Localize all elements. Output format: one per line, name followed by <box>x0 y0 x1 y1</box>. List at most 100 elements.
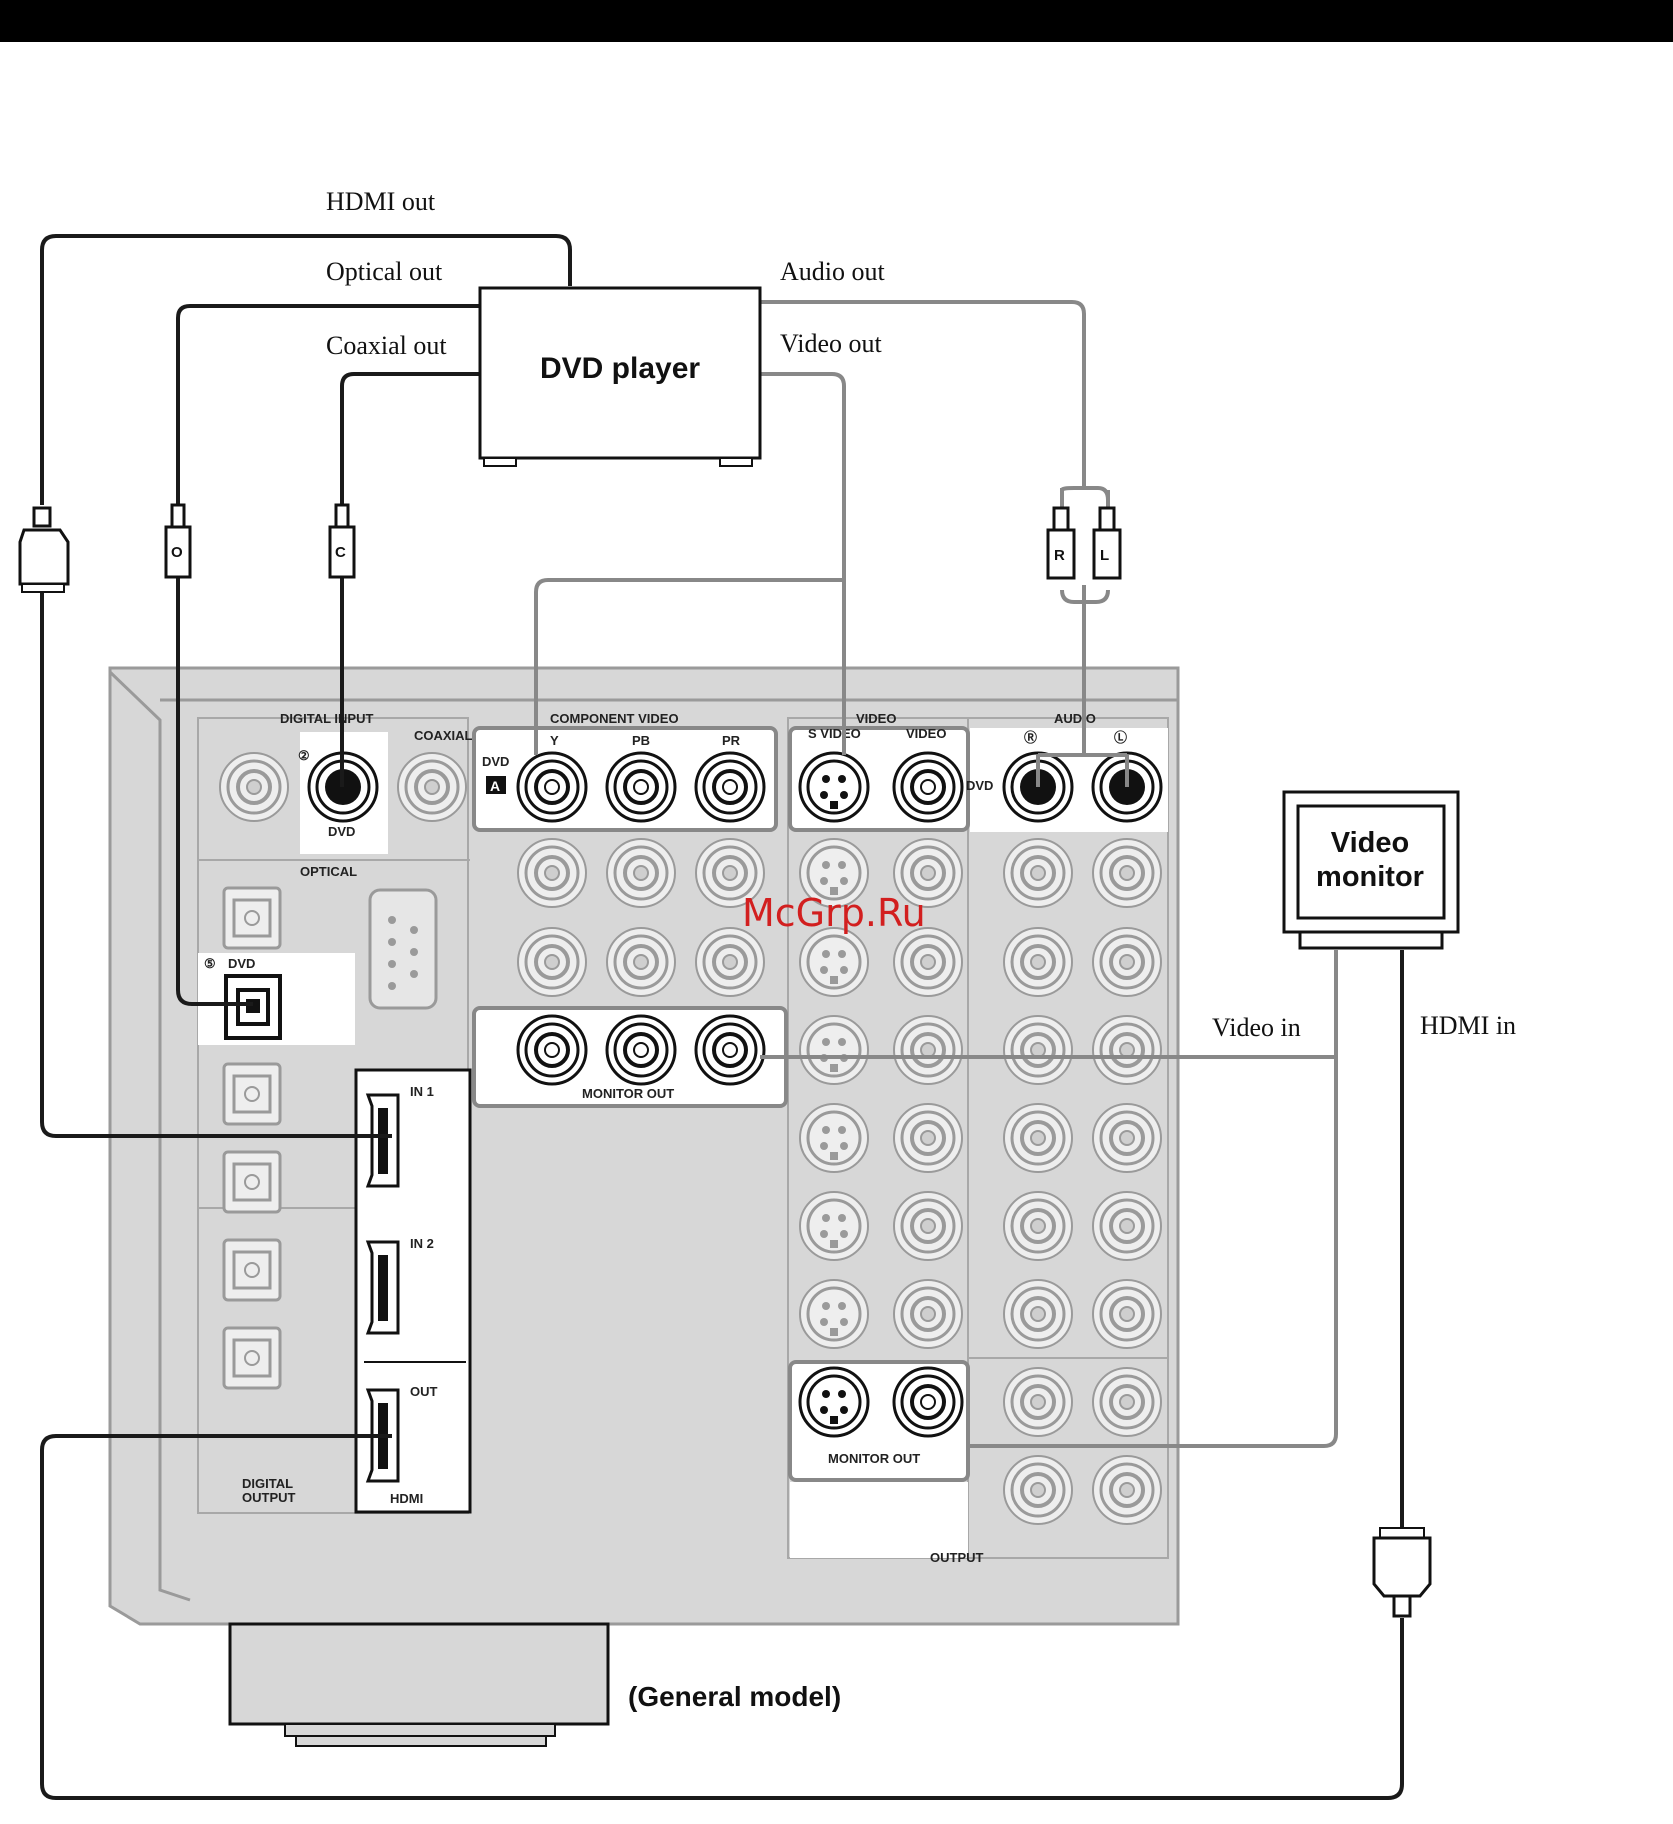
dvd-opt-number: ⑤ <box>204 956 216 971</box>
audio-jack <box>1093 1016 1161 1084</box>
top-bar <box>0 0 1673 42</box>
digital-input-label: DIGITAL INPUT <box>280 711 373 726</box>
video-label: VIDEO <box>906 726 946 741</box>
dvd-player-label: DVD player <box>540 352 700 385</box>
audio-jack <box>1004 1456 1072 1524</box>
pb-label: PB <box>632 733 650 748</box>
audio-plug-left-letter: L <box>1100 547 1109 564</box>
r-mark: Ⓡ <box>1024 730 1037 745</box>
coaxial-jack-1 <box>220 753 288 821</box>
monitor-out-pr-jack <box>696 1016 764 1084</box>
s-video-jack <box>800 928 868 996</box>
component-jack <box>518 928 586 996</box>
output-label: OUTPUT <box>930 1550 984 1565</box>
video-jack <box>894 1280 962 1348</box>
video-monitor-label-1: Video <box>1331 827 1409 859</box>
optical-jack-1 <box>224 888 280 948</box>
audio-plug-right: R <box>1048 508 1074 578</box>
video-group-label: VIDEO <box>856 711 896 726</box>
monitor-out-2-label: MONITOR OUT <box>828 1451 920 1466</box>
audio-jack <box>1093 928 1161 996</box>
audio-plug-left: L <box>1094 508 1120 578</box>
audio-plug-right-letter: R <box>1054 547 1065 564</box>
hdmi-panel-label: HDMI <box>390 1491 423 1506</box>
optical-jack-3 <box>224 1064 280 1124</box>
audio-jack <box>1093 839 1161 907</box>
audio-dvd-label: DVD <box>966 778 993 793</box>
hdmi-in-callout: HDMI in <box>1420 1011 1516 1040</box>
audio-jack <box>1004 1104 1072 1172</box>
y-label: Y <box>550 733 559 748</box>
optical-plug: O <box>166 505 190 577</box>
optical-plug-letter: O <box>171 544 183 561</box>
optical-jack-5 <box>224 1240 280 1300</box>
coaxial-label: COAXIAL <box>414 728 473 743</box>
coaxial-out-callout: Coaxial out <box>326 331 447 360</box>
hdmi-in2-label: IN 2 <box>410 1236 434 1251</box>
a-mark: A <box>490 778 500 794</box>
component-video-label: COMPONENT VIDEO <box>550 711 679 726</box>
audio-jack <box>1093 1192 1161 1260</box>
dvd-video-jack <box>894 753 962 821</box>
audio-jack <box>1004 1016 1072 1084</box>
s-video-jack <box>800 1016 868 1084</box>
dvd-s-video-jack <box>800 753 868 821</box>
component-jack <box>607 928 675 996</box>
s-video-jack <box>800 1104 868 1172</box>
audio-jack <box>1093 1280 1161 1348</box>
video-out-callout: Video out <box>780 329 882 358</box>
optical-out-callout: Optical out <box>326 257 443 286</box>
output-area <box>790 1482 968 1558</box>
audio-label: AUDIO <box>1054 711 1096 726</box>
audio-out-callout: Audio out <box>780 257 886 286</box>
general-model-label: (General model) <box>628 1681 841 1712</box>
component-jack <box>607 839 675 907</box>
pr-label: PR <box>722 733 741 748</box>
monitor-out-label: MONITOR OUT <box>582 1086 674 1101</box>
coaxial-plug: C <box>330 505 354 577</box>
rs232-port <box>370 890 436 1008</box>
component-jack <box>518 839 586 907</box>
video-monitor-label-2: monitor <box>1316 861 1424 893</box>
video-in-callout: Video in <box>1212 1013 1301 1042</box>
optical-jack-4 <box>224 1152 280 1212</box>
audio-jack <box>1093 1104 1161 1172</box>
digital-output-label-2: OUTPUT <box>242 1490 296 1505</box>
audio-jack <box>1004 839 1072 907</box>
hdmi-plug-right <box>1374 1528 1430 1616</box>
watermark: McGrp.Ru <box>742 891 926 935</box>
coaxial-plug-letter: C <box>335 544 346 561</box>
dvd-pb-jack <box>607 753 675 821</box>
dvd-a-label: DVD <box>482 754 509 769</box>
hdmi-plug-left <box>20 508 68 592</box>
monitor-out-video-jack <box>894 1368 962 1436</box>
hdmi-in1-label: IN 1 <box>410 1084 434 1099</box>
video-jack <box>894 928 962 996</box>
hdmi-out-callout: HDMI out <box>326 187 436 216</box>
video-jack <box>894 1192 962 1260</box>
video-jack <box>894 1104 962 1172</box>
monitor-out-s-video-jack <box>800 1368 868 1436</box>
dvd-y-jack <box>518 753 586 821</box>
audio-jack <box>1004 1192 1072 1260</box>
dvd-coax-label: DVD <box>328 824 355 839</box>
audio-jack <box>1093 1456 1161 1524</box>
audio-jack <box>1093 1368 1161 1436</box>
optical-label: OPTICAL <box>300 864 357 879</box>
hdmi-out-label: OUT <box>410 1384 438 1399</box>
s-video-jack <box>800 1192 868 1260</box>
audio-jack <box>1004 928 1072 996</box>
coaxial-jack-3 <box>398 753 466 821</box>
dvd-opt-label: DVD <box>228 956 255 971</box>
s-video-label: S VIDEO <box>808 726 861 741</box>
component-jack <box>696 928 764 996</box>
dvd-pr-jack <box>696 753 764 821</box>
optical-jack-6 <box>224 1328 280 1388</box>
l-mark: Ⓛ <box>1114 730 1127 745</box>
monitor-out-pb-jack <box>607 1016 675 1084</box>
digital-output-label-1: DIGITAL <box>242 1476 293 1491</box>
audio-jack <box>1004 1280 1072 1348</box>
s-video-jack <box>800 1280 868 1348</box>
receiver-foot <box>230 1624 608 1746</box>
